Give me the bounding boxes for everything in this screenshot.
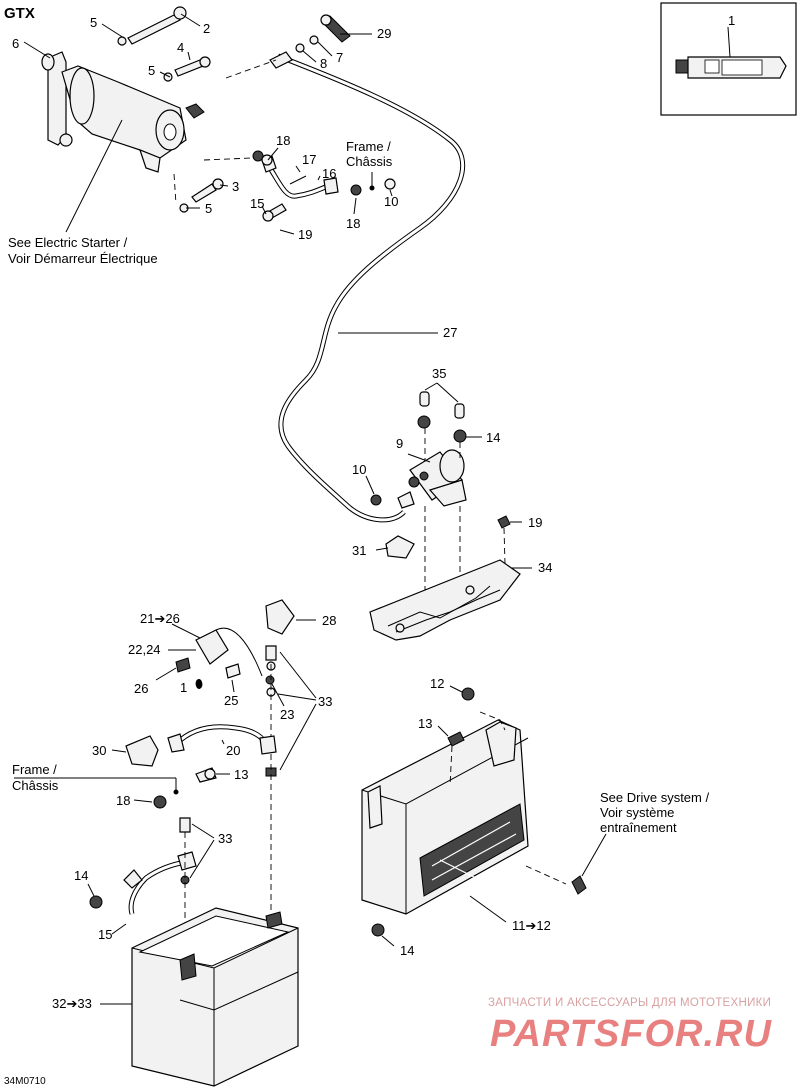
callout-12: 12: [430, 676, 444, 691]
callout-4: 4: [177, 40, 184, 55]
solenoid-9: [397, 449, 467, 509]
callout-21-26: 21➔26: [140, 611, 180, 626]
bolt-2: [127, 6, 187, 45]
callout-15: 15: [250, 196, 264, 211]
watermark-logo-text: PARTSFOR.RU: [490, 1013, 772, 1055]
callout-34: 34: [538, 560, 552, 575]
callout-13: 13: [418, 716, 432, 731]
callout-32-33: 32➔33: [52, 996, 92, 1011]
callout-14: 14: [74, 868, 88, 883]
callout-17: 17: [302, 152, 316, 167]
battery-cable-20: [167, 724, 277, 755]
callout-8: 8: [320, 56, 327, 71]
callout-15: 15: [98, 927, 112, 942]
callout-31: 31: [352, 543, 366, 558]
note-drive-system-line3: entraînement: [600, 820, 677, 835]
callout-14: 14: [400, 943, 414, 958]
callout-18: 18: [116, 793, 130, 808]
callout-29: 29: [377, 26, 391, 41]
callout-16: 16: [322, 166, 336, 181]
note-drive-system-line2: Voir système: [600, 805, 674, 820]
callout-28: 28: [322, 613, 336, 628]
callout-33: 33: [218, 831, 232, 846]
note-frame-left-line1: Frame /: [12, 762, 57, 777]
callout-6: 6: [12, 36, 19, 51]
callout-33: 33: [318, 694, 332, 709]
diagram-code: 34M0710: [4, 1076, 46, 1087]
callout-26: 26: [134, 681, 148, 696]
callout-9: 9: [396, 436, 403, 451]
callout-19: 19: [528, 515, 542, 530]
callout-5: 5: [148, 63, 155, 78]
battery-box-11: [361, 719, 529, 915]
callout-20: 20: [226, 743, 240, 758]
note-frame-top-line1: Frame /: [346, 139, 391, 154]
note-drive-system-line1: See Drive system /: [600, 790, 709, 805]
callout-1: 1: [180, 680, 187, 695]
callout-5: 5: [205, 201, 212, 216]
callout-5: 5: [90, 15, 97, 30]
inset-box: 1: [660, 2, 797, 116]
battery-32: [131, 907, 299, 1087]
callout-2: 2: [203, 21, 210, 36]
callout-13: 13: [234, 767, 248, 782]
callout-35: 35: [432, 366, 446, 381]
callout-18: 18: [276, 133, 290, 148]
callout-10: 10: [352, 462, 366, 477]
callout-14: 14: [486, 430, 500, 445]
sealant-tube-icon: [675, 56, 787, 79]
callout-23: 23: [280, 707, 294, 722]
ground-cable-15-bottom: [123, 851, 197, 915]
note-frame-top-line2: Châssis: [346, 154, 393, 169]
note-electric-starter-line2: Voir Démarreur Électrique: [8, 251, 158, 266]
callout-10: 10: [384, 194, 398, 209]
callout-19: 19: [298, 227, 312, 242]
watermark-logo: ЗАПЧАСТИ И АКСЕССУАРЫ ДЛЯ МОТОТЕХНИКИ PA…: [488, 997, 772, 1055]
callout-7: 7: [336, 50, 343, 65]
callout-27: 27: [443, 325, 457, 340]
callout-18: 18: [346, 216, 360, 231]
note-frame-left-line2: Châssis: [12, 778, 59, 793]
electric-starter: [41, 51, 205, 173]
battery-bracket-34: [369, 559, 521, 641]
callout-11-12: 11➔12: [512, 918, 551, 933]
model-title: GTX: [4, 5, 35, 22]
callout-30: 30: [92, 743, 106, 758]
note-electric-starter-line1: See Electric Starter /: [8, 235, 128, 250]
callout-3: 3: [232, 179, 239, 194]
starter-cable-27: [269, 51, 466, 523]
callout-22-24: 22,24: [128, 642, 161, 657]
callout-25: 25: [224, 693, 238, 708]
watermark-subtitle: ЗАПЧАСТИ И АКСЕССУАРЫ ДЛЯ МОТОТЕХНИКИ: [488, 997, 771, 1009]
callout-1: 1: [728, 13, 735, 28]
